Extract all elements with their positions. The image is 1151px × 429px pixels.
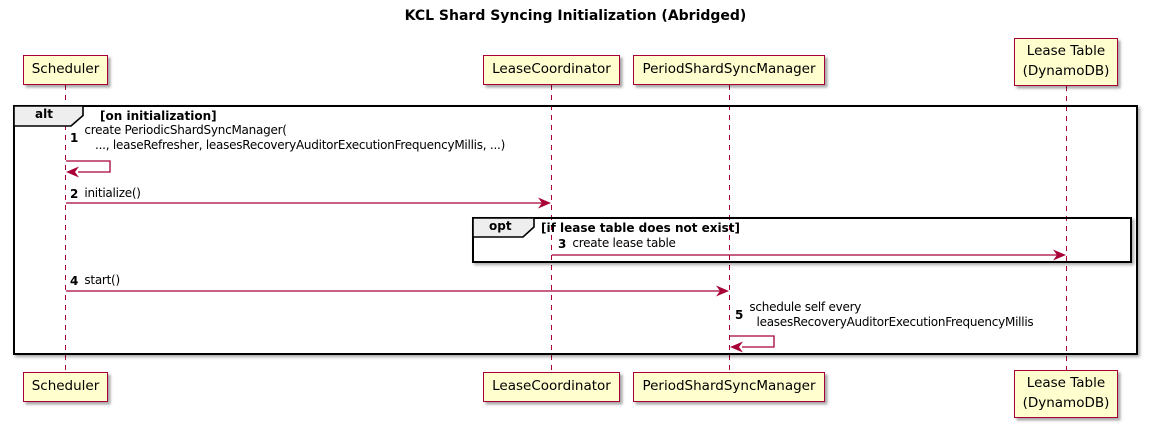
message-3-text: create lease table <box>572 236 676 250</box>
message-5: 5 schedule self every leasesRecoveryAudi… <box>735 300 1034 330</box>
message-2-arrow <box>66 197 551 209</box>
lifeline-lease-table <box>1066 86 1067 370</box>
alt-frame-keyword: alt <box>35 107 53 121</box>
participant-lease-coordinator-bottom: LeaseCoordinator <box>483 372 620 402</box>
opt-frame-label-pentagon: opt <box>472 217 536 242</box>
alt-frame: alt [on initialization] <box>13 105 1138 355</box>
lifeline-lease-coordinator <box>551 85 552 372</box>
message-1: 1 create PeriodicShardSyncManager( ..., … <box>70 123 505 153</box>
participant-lease-coordinator-top: LeaseCoordinator <box>483 55 620 85</box>
participant-scheduler-bottom: Scheduler <box>23 372 108 402</box>
message-5-text: schedule self every leasesRecoveryAudito… <box>749 300 1034 329</box>
alt-frame-label-pentagon: alt <box>13 105 85 131</box>
message-3-number: 3 <box>558 236 567 251</box>
message-2-text: initialize() <box>84 186 141 200</box>
opt-frame-keyword: opt <box>489 219 512 233</box>
alt-frame-condition: [on initialization] <box>100 109 217 123</box>
message-1-text: create PeriodicShardSyncManager( ..., le… <box>84 123 506 152</box>
message-3: 3 create lease table <box>558 236 676 251</box>
message-3-arrow <box>552 249 1066 261</box>
opt-frame-condition: [if lease table does not exist] <box>541 221 741 235</box>
message-1-self-arrow <box>66 160 111 178</box>
message-4-number: 4 <box>70 273 79 288</box>
participant-lease-table-top: Lease Table (DynamoDB) <box>1014 38 1118 86</box>
participant-period-shard-sync-manager-bottom: PeriodShardSyncManager <box>633 372 825 402</box>
participant-lease-table-bottom: Lease Table (DynamoDB) <box>1014 370 1118 418</box>
message-2-number: 2 <box>70 186 79 201</box>
opt-frame: opt [if lease table does not exist] <box>472 217 1132 263</box>
message-1-number: 1 <box>70 131 79 145</box>
message-4-text: start() <box>84 273 120 287</box>
message-5-number: 5 <box>735 308 744 322</box>
participant-scheduler-top: Scheduler <box>23 55 108 85</box>
lifeline-scheduler <box>65 85 66 372</box>
message-2: 2 initialize() <box>70 186 141 201</box>
message-4: 4 start() <box>70 273 120 288</box>
lifeline-period-shard-sync-manager <box>729 85 730 372</box>
message-5-self-arrow <box>730 335 775 353</box>
participant-period-shard-sync-manager-top: PeriodShardSyncManager <box>633 55 825 85</box>
message-4-arrow <box>66 285 729 297</box>
diagram-title: KCL Shard Syncing Initialization (Abridg… <box>404 8 747 24</box>
